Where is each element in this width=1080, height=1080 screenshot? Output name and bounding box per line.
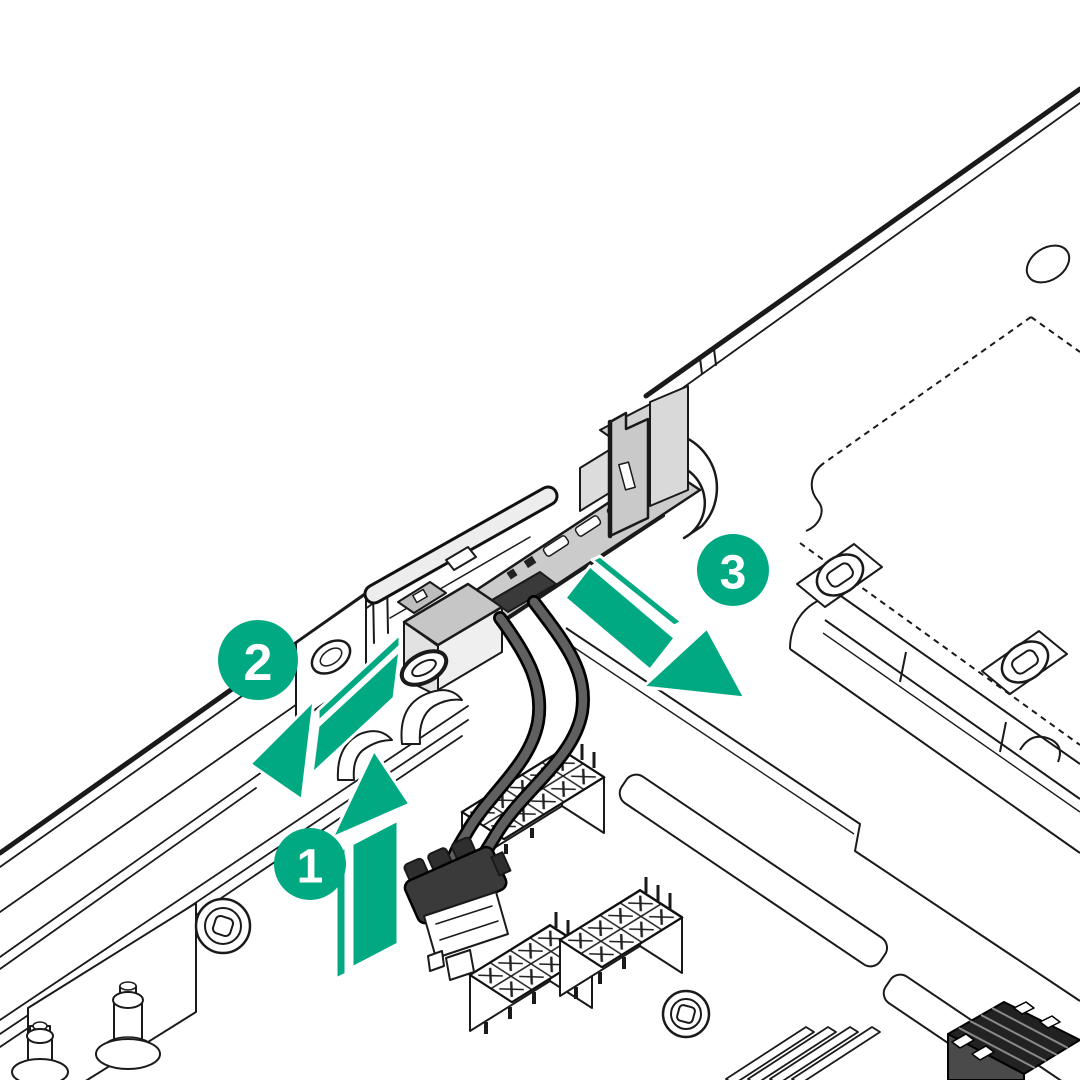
front-wall-top-edge-right (643, 86, 1080, 399)
board-standoff-posts (11, 981, 161, 1080)
heatsink-fins (725, 1026, 881, 1080)
step-3-badge: 3 (697, 534, 769, 606)
floor-slot-band-1 (618, 773, 889, 968)
cable-duct-1 (400, 689, 463, 745)
module-pull-handle (399, 649, 449, 687)
chassis-screw-right (661, 989, 711, 1039)
step-1-badge: 1 (274, 828, 346, 900)
step-2-arrow (248, 632, 402, 802)
step-2-number: 2 (244, 634, 273, 692)
standing-panel (27, 901, 197, 1080)
edge-connector-dark (947, 1001, 1080, 1080)
step-2-badge: 2 (218, 620, 298, 700)
cable-end-connector (403, 836, 512, 925)
step-1-number: 1 (297, 841, 324, 894)
chassis-screw-left (194, 897, 252, 955)
step-annotations: 2 1 3 (218, 534, 769, 981)
step-1-arrow (330, 748, 412, 981)
board-socket-latch (423, 891, 509, 981)
riser-cage-bracket (789, 543, 1080, 854)
riser-screw-boss-2 (1000, 640, 1050, 684)
riser-screw-boss-1 (815, 553, 865, 597)
step-3-arrow (563, 554, 747, 700)
cable-duct-2 (336, 730, 393, 781)
power-switch-module (336, 385, 719, 981)
floor-oval-hole (1025, 244, 1071, 284)
power-connector-8pin-right (558, 877, 684, 999)
step-3-number: 3 (720, 547, 747, 600)
